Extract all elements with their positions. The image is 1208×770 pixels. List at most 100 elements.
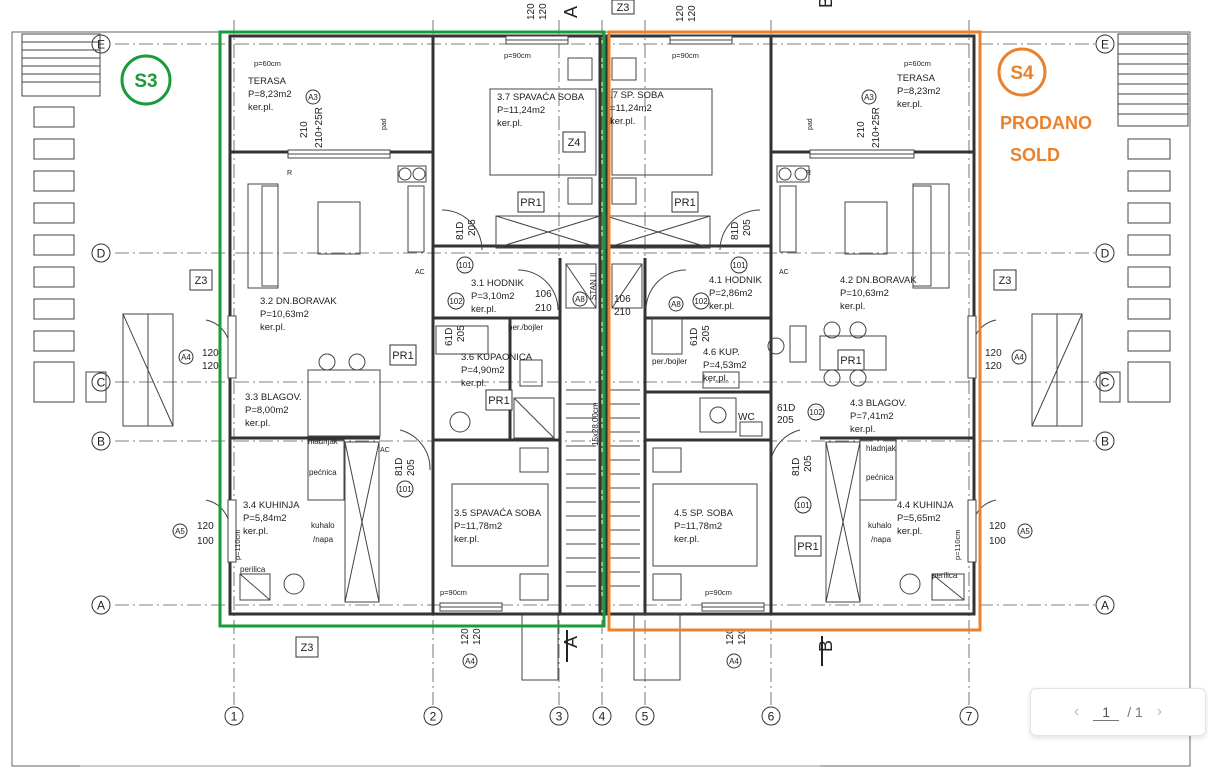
perilica-label: perilica <box>240 565 266 574</box>
dim-label: 61D <box>777 403 795 414</box>
room-area: P=11,78m2 <box>674 521 722 532</box>
room-area: P=2,86m2 <box>709 288 753 299</box>
axis-label-row-b-right: B <box>1101 435 1109 449</box>
tag-a4: A4 <box>181 353 191 362</box>
axis-label-row-c-left: C <box>97 376 106 390</box>
pecnica-label: pećnica <box>309 468 337 477</box>
unit-s4-status-en: SOLD <box>1010 145 1060 165</box>
dim-label: 120 <box>989 521 1006 532</box>
dim-label: 120 <box>725 628 736 645</box>
dim-label: 205 <box>742 219 753 236</box>
axis-label-col-1: 1 <box>231 710 238 724</box>
prev-page-icon[interactable]: ‹ <box>1073 703 1080 720</box>
ac-label: AC <box>415 269 425 276</box>
tag-a5: A5 <box>175 527 185 536</box>
dim-label: 210 <box>856 121 867 138</box>
room-area: P=11,24m2 <box>497 105 545 116</box>
dim-label: 205 <box>777 415 794 426</box>
room-area: P=10,63m2 <box>260 309 309 320</box>
room-floor: ker.pl. <box>897 526 922 537</box>
room-name: 4.2 DN.BORAVAK <box>840 275 917 286</box>
room-floor: ker.pl. <box>260 322 285 333</box>
page-total: / 1 <box>1127 704 1143 720</box>
room-name: 4.3 BLAGOV. <box>850 398 907 409</box>
dim-label: 81D <box>455 222 466 240</box>
kuhalo-label: kuhalo <box>868 521 892 530</box>
unit-s4-badge-label: S4 <box>1010 63 1034 84</box>
room-floor: ker.pl. <box>461 378 486 389</box>
dim-label: 210 <box>299 121 310 138</box>
room-name: TERASA <box>248 76 287 87</box>
ac-label: AC <box>380 447 390 454</box>
pad-label: pad <box>807 118 814 130</box>
axis-label-row-e-right: E <box>1101 38 1109 52</box>
r-label: R <box>287 170 292 177</box>
room-floor: ker.pl. <box>454 534 479 545</box>
dim-label: 81D <box>791 458 802 476</box>
room-name: 3.1 HODNIK <box>471 278 524 289</box>
room-floor: ker.pl. <box>471 304 496 315</box>
tag-a4: A4 <box>729 657 739 666</box>
dim-label: 120 <box>197 521 214 532</box>
hladnjak-label: hladnjak <box>866 444 897 453</box>
room-name: 3.6 KUPAONICA <box>461 352 533 363</box>
window-sill-label: p=60cm <box>254 59 281 68</box>
room-floor: ker.pl. <box>243 526 268 537</box>
tag-a4: A4 <box>1014 353 1024 362</box>
dim-label: 210 <box>535 303 552 314</box>
misc-labels: p=60cm p=60cm p=90cm p=90cm p=90cm p=90c… <box>233 51 962 597</box>
axis-label-row-b-left: B <box>97 435 105 449</box>
unit-s3-room-labels: TERASA P=8,23m2 ker.pl. 3.7 SPAVAĆA SOBA… <box>243 76 585 545</box>
tag-a4: A4 <box>465 657 475 666</box>
room-floor: ker.pl. <box>897 99 922 110</box>
tag-pr1: PR1 <box>674 197 695 209</box>
section-mark-b: B <box>816 0 836 8</box>
section-mark-a: A <box>561 6 581 18</box>
dim-label: 106 <box>614 294 631 305</box>
door-tag-101: 101 <box>458 261 472 270</box>
unit-s4-outline <box>607 30 982 632</box>
room-name: 4.4 KUHINJA <box>897 500 954 511</box>
dim-label: 120 <box>202 361 219 372</box>
dim-label: 81D <box>394 458 405 476</box>
napa-label: /napa <box>313 535 334 544</box>
window-sill-label: p=90cm <box>504 51 531 60</box>
hladnjak-label: hladnjak <box>308 437 339 446</box>
window-sill-label: p=60cm <box>904 59 931 68</box>
tag-pr1: PR1 <box>520 197 541 209</box>
door-tag-101: 101 <box>398 485 412 494</box>
dim-label: 205 <box>467 219 478 236</box>
room-floor: ker.pl. <box>248 102 273 113</box>
tag-pr1: PR1 <box>840 355 861 367</box>
room-area: P=11,78m2 <box>454 521 502 532</box>
tag-pr1: PR1 <box>797 541 818 553</box>
dim-label: 205 <box>406 459 417 476</box>
tag-a3: A3 <box>308 93 318 102</box>
annotation-bubbles: A3 A3 A4 A4 A4 A4 A5 A5 A8 A8 101 101 10… <box>172 89 1033 669</box>
room-name: TERASA <box>897 73 936 84</box>
room-floor: ker.pl. <box>703 373 728 384</box>
tag-z4: Z4 <box>568 137 581 149</box>
dim-label: 120 <box>675 5 686 22</box>
room-name: 3.3 BLAGOV. <box>245 392 302 403</box>
dim-label: 120 <box>737 628 748 645</box>
dim-label: 205 <box>701 325 712 342</box>
dim-label: 120 <box>538 3 549 20</box>
pad-label: pad <box>381 118 388 130</box>
axis-label-col-2: 2 <box>430 710 437 724</box>
dim-label: 106 <box>535 289 552 300</box>
room-name: 4.1 HODNIK <box>709 275 762 286</box>
axis-label-row-d-left: D <box>97 247 106 261</box>
page-number-input[interactable]: 1 <box>1093 704 1120 721</box>
room-floor: ker.pl. <box>497 118 522 129</box>
tag-a5: A5 <box>1020 527 1030 536</box>
tag-z3: Z3 <box>617 2 630 14</box>
dim-label: 120 <box>472 628 483 645</box>
room-area: =11,24m2 <box>610 103 652 114</box>
next-page-icon[interactable]: › <box>1156 703 1163 720</box>
dim-label: 61D <box>689 328 700 346</box>
bojler-label: per./bojler <box>652 357 687 366</box>
window-sill-label: p=110cm <box>233 529 242 560</box>
room-area: P=4,53m2 <box>703 360 747 371</box>
